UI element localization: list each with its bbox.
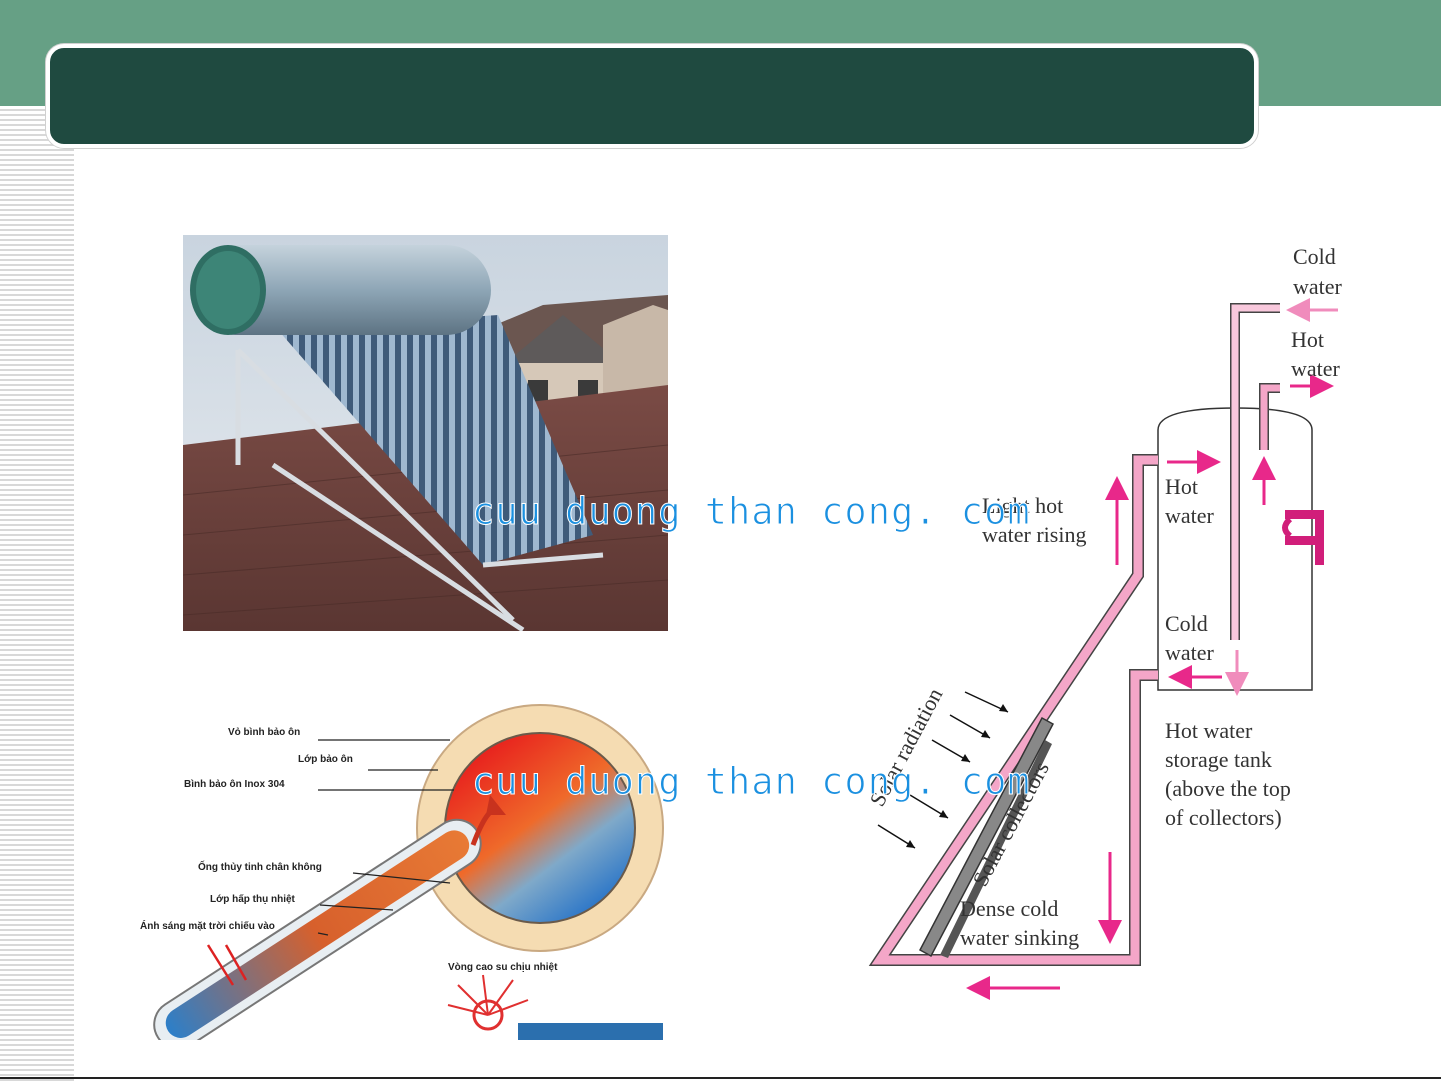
label-cold-water-top-2: water: [1293, 274, 1343, 299]
label-sunlight: Ánh sáng mặt trời chiếu vào: [140, 919, 275, 932]
label-inner-tank: Bình bảo ôn Inox 304: [184, 779, 285, 790]
label-tank-cold-2: water: [1165, 640, 1215, 665]
evacuated-tube-cutaway: Vỏ bình bảo ôn Lớp bảo ôn Bình bảo ôn In…: [140, 704, 664, 1040]
watermark-line-2: cuu duong than cong. com: [472, 760, 1031, 804]
label-tank-hot-2: water: [1165, 503, 1215, 528]
label-seal-ring: Vòng cao su chịu nhiệt: [448, 962, 558, 973]
label-absorber: Lớp hấp thụ nhiệt: [210, 893, 296, 905]
label-hot-water-out-2: water: [1291, 356, 1341, 381]
label-hot-water-out: Hot: [1291, 327, 1324, 352]
label-tank-hot: Hot: [1165, 474, 1198, 499]
label-sinking-2: water sinking: [960, 925, 1079, 950]
watermark-line-1: cuu duong than cong. com: [472, 490, 1031, 534]
label-storage-tank-2: storage tank: [1165, 747, 1272, 772]
label-rising: Light hot: [982, 493, 1063, 518]
label-storage-tank-4: of collectors): [1165, 805, 1282, 830]
label-insulation: Lớp bảo ôn: [298, 754, 353, 765]
label-outer-shell: Vỏ bình bảo ôn: [228, 727, 300, 738]
label-storage-tank: Hot water: [1165, 718, 1253, 743]
label-storage-tank-3: (above the top: [1165, 776, 1291, 801]
solar-heater-photo: [183, 235, 668, 631]
thermosiphon-diagram: Cold water Hot water Hot water Cold wate…: [864, 244, 1343, 1000]
label-vacuum-tube: Ống thủy tinh chân không: [198, 859, 322, 873]
label-cold-water-top: Cold: [1293, 244, 1336, 269]
bottom-rule: [0, 1077, 1441, 1079]
label-tank-cold: Cold: [1165, 611, 1208, 636]
label-rising-2: water rising: [982, 522, 1086, 547]
label-sinking: Dense cold: [960, 896, 1058, 921]
left-stripe-decoration: [0, 106, 74, 1081]
title-bar: [46, 44, 1258, 148]
